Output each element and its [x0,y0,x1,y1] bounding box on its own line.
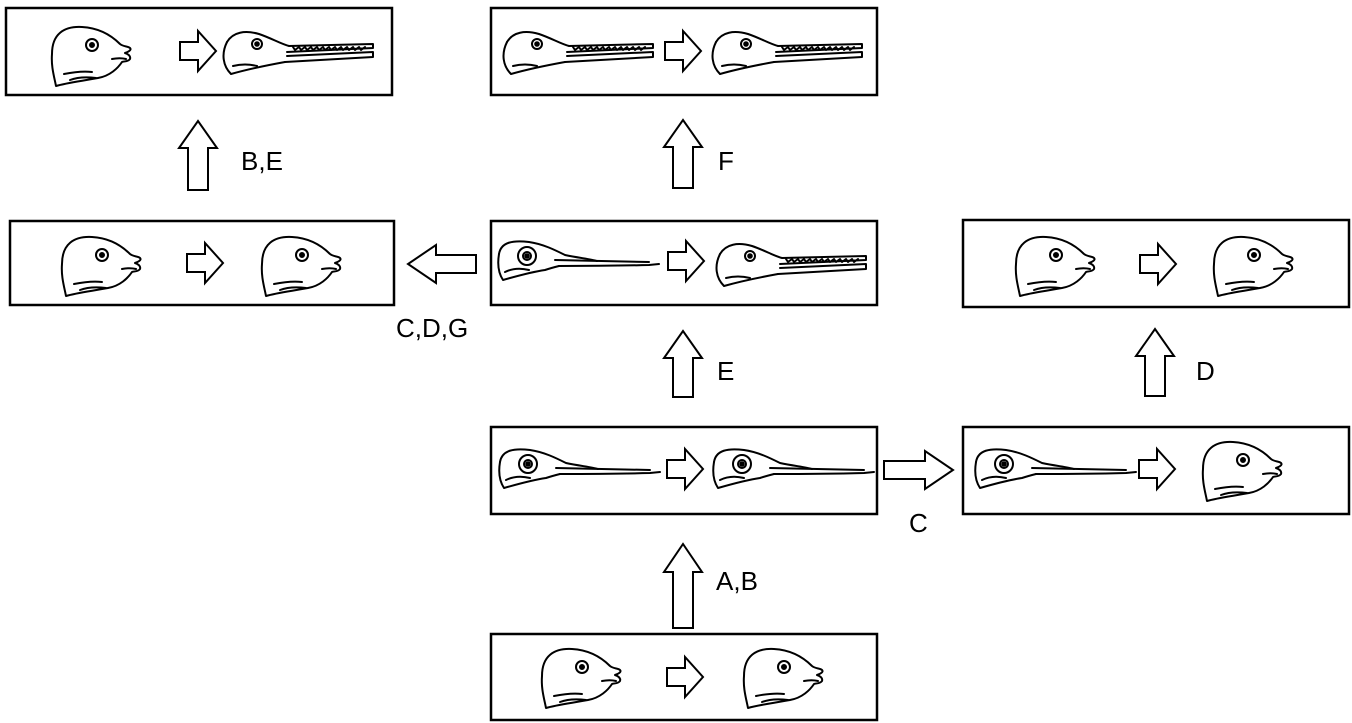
label-c-d-g: C,D,G [396,313,468,343]
label-d: D [1196,356,1215,386]
up-arrow-icon [177,119,219,191]
up-arrow-icon [662,542,704,629]
label-a-b: A,B [716,566,758,596]
up-arrow-icon [662,118,704,189]
right-arrow-icon [883,449,955,491]
up-arrow-icon [1134,327,1176,397]
label-c: C [909,508,928,538]
label-f: F [718,146,734,176]
up-arrow-icon [662,329,704,398]
label-b-e: B,E [241,146,283,176]
label-e: E [717,356,734,386]
left-arrow-icon [406,243,477,285]
